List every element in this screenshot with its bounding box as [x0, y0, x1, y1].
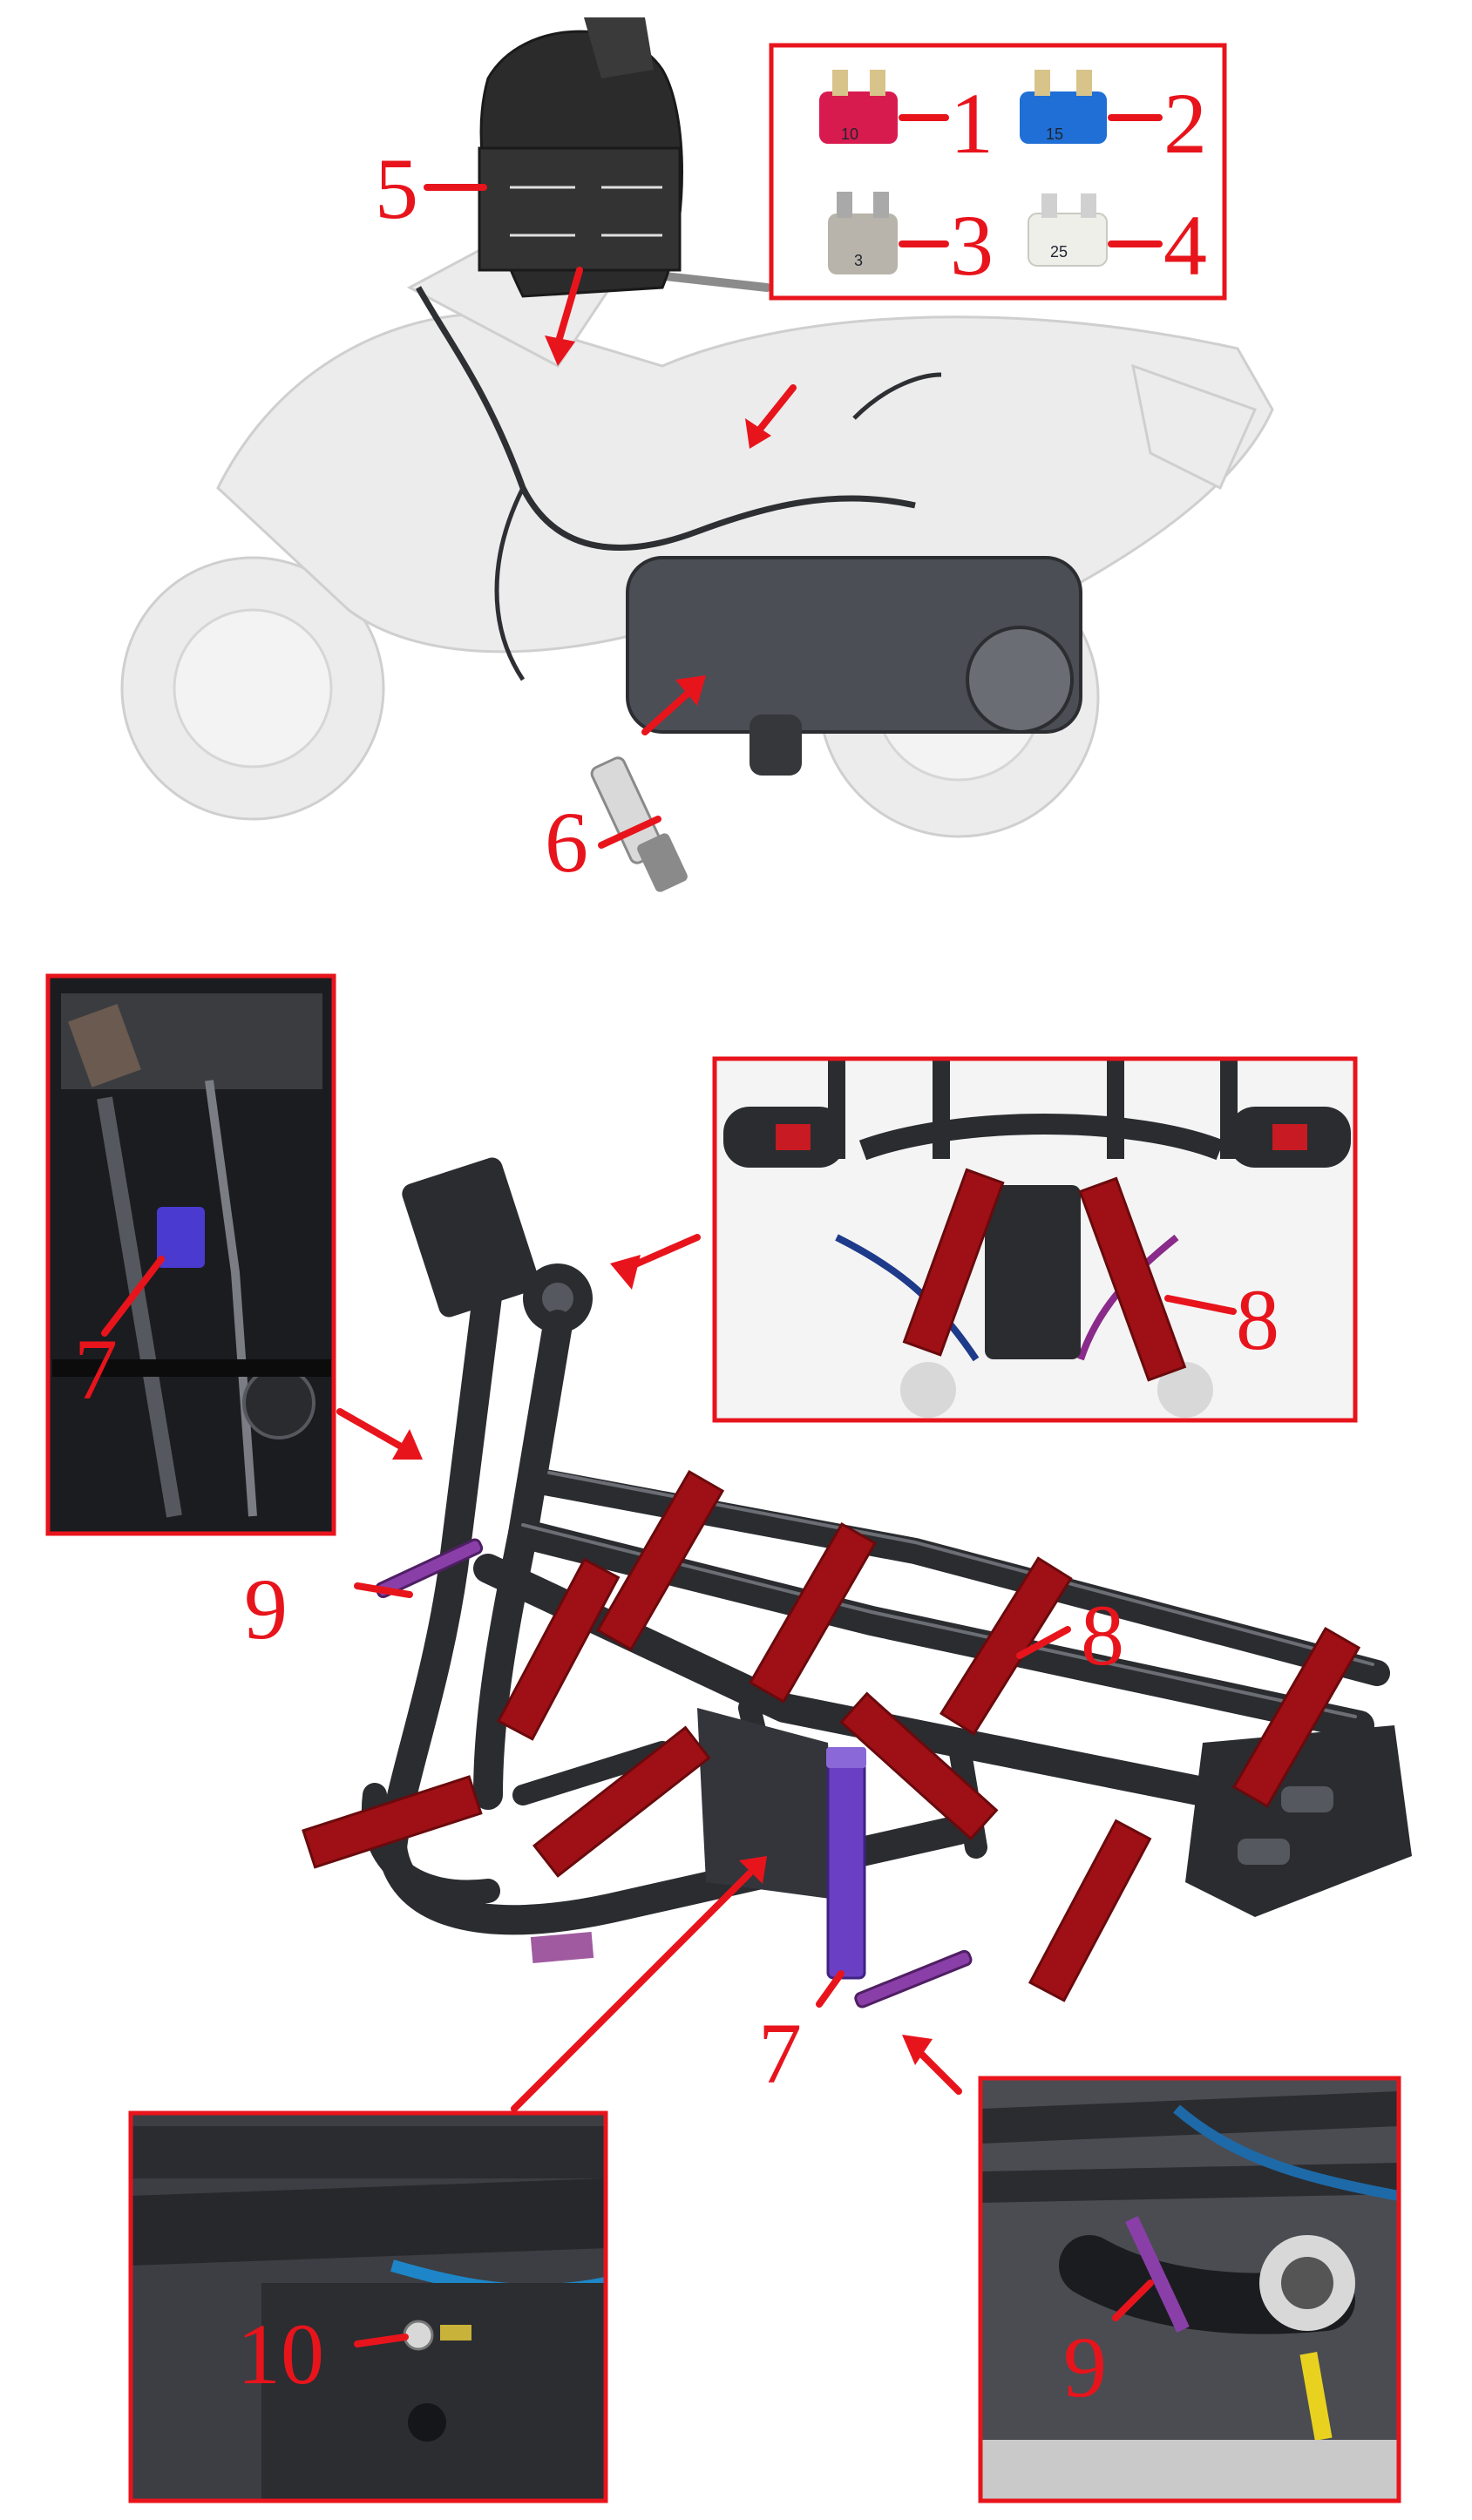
strap-purple-7	[826, 1747, 866, 1980]
callout-5: 5	[375, 140, 418, 237]
callout-3: 3	[950, 197, 994, 294]
leader-line-9-inset	[1112, 2280, 1154, 2321]
callout-7-main: 7	[758, 2005, 802, 2102]
fuse-4-rating: 25	[1050, 243, 1068, 261]
fuse-box-frame	[769, 43, 1227, 301]
inset-frame-10	[128, 2110, 608, 2503]
callout-2: 2	[1163, 75, 1207, 172]
inset-frame-8	[712, 1056, 1358, 1423]
frame-arrows	[336, 1234, 1071, 2112]
leader-line-8-inset	[1164, 1295, 1237, 1315]
fuse-4-icon: 25	[1028, 193, 1108, 267]
callout-9-main: 9	[244, 1561, 288, 1657]
protective-cover-icon	[478, 17, 683, 298]
callout-1: 1	[950, 75, 994, 172]
callout-10: 10	[237, 2306, 324, 2402]
inset-photo-10	[129, 2113, 607, 2501]
inset-photo-7	[48, 976, 334, 1534]
callout-8-main: 8	[1081, 1587, 1124, 1683]
fuse-3-icon: 3	[828, 192, 898, 274]
inset-frame-9	[978, 2076, 1401, 2503]
callout-9-inset: 9	[1063, 2319, 1107, 2415]
callout-7-inset: 7	[74, 1321, 118, 1418]
fuse-1-rating: 10	[841, 125, 858, 143]
fuse-2-icon: 15	[1020, 70, 1107, 144]
inset-photo-8	[715, 1059, 1355, 1420]
callout-6: 6	[545, 794, 588, 891]
fuse-3-rating: 3	[854, 252, 863, 269]
leader-line-7-inset	[101, 1256, 165, 1337]
leader-line-10	[354, 2334, 409, 2347]
inset-frame-7	[45, 973, 336, 1536]
callout-4: 4	[1163, 197, 1207, 294]
strap-red-group	[302, 1469, 1361, 2002]
inset-photo-9	[980, 2078, 1401, 2501]
scooter-arrows	[545, 267, 797, 735]
scooter-illustration	[120, 216, 1274, 838]
callout-8-inset: 8	[1236, 1271, 1279, 1368]
fuse-1-icon: 10	[819, 70, 898, 144]
strap-violet-9	[375, 1538, 973, 2009]
spark-plug-icon	[590, 756, 688, 892]
leader-line-6	[598, 816, 661, 849]
fuse-2-rating: 15	[1046, 125, 1063, 143]
